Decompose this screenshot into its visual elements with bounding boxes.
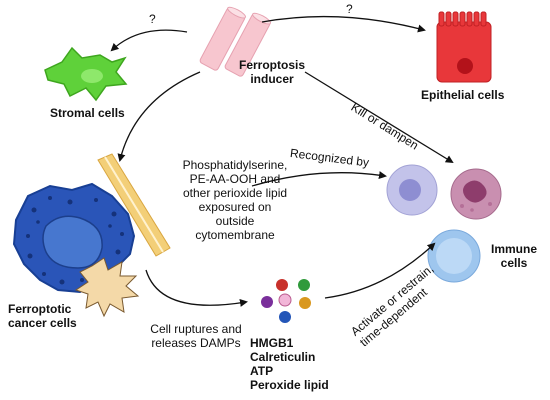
arrow-inducer-to-epithelial	[261, 15, 426, 33]
lipid-line-5: outside	[215, 214, 255, 228]
inducer-label-line1: Ferroptosis	[238, 58, 305, 72]
lipid-line-2: PE-AA-OOH and	[189, 172, 281, 186]
lipid-line-1: Phosphatidylserine,	[182, 158, 288, 172]
immune-cells-icon	[386, 164, 502, 283]
inducer-label-line2: inducer	[250, 72, 294, 86]
arrow-inducer-to-stromal	[110, 29, 188, 52]
epithelial-label: Epithelial cells	[421, 88, 505, 102]
damps-list: HMGB1 Calreticulin ATP Peroxide lipid	[250, 336, 329, 392]
damp-item-4: Peroxide lipid	[250, 378, 329, 392]
lipid-line-6: cytomembrane	[195, 228, 275, 242]
arrow-lipid-to-immune	[251, 171, 387, 187]
lipid-exposure-text: Phosphatidylserine, PE-AA-OOH and other …	[170, 158, 300, 242]
ferroptotic-label: Ferroptotic cancer cells	[8, 302, 77, 330]
damps-dots-icon	[261, 279, 311, 323]
ruptures-line2: releases DAMPs	[151, 336, 241, 350]
ferroptotic-label-line1: Ferroptotic	[8, 302, 72, 316]
lipid-line-4: exposured on	[198, 200, 272, 214]
question-mark-left: ?	[149, 12, 156, 26]
question-mark-right: ?	[346, 2, 353, 16]
stromal-label: Stromal cells	[50, 106, 125, 120]
lipid-line-3: other perioxide lipid	[182, 186, 288, 200]
ferroptotic-cancer-cell-icon	[12, 182, 140, 318]
arrow-inducer-to-cancer	[117, 71, 201, 162]
arrow-cancer-to-damps	[145, 269, 248, 307]
arrow-damps-to-immune	[324, 242, 436, 299]
damp-item-3: ATP	[250, 364, 274, 378]
immune-label-line2: cells	[500, 256, 528, 270]
epithelial-cell-icon	[436, 11, 492, 83]
stromal-cell-icon	[44, 46, 128, 102]
damp-item-2: Calreticulin	[250, 350, 316, 364]
inducer-label: Ferroptosis inducer	[232, 58, 312, 86]
ferroptotic-label-line2: cancer cells	[8, 316, 77, 330]
membrane-slab-icon	[97, 153, 171, 257]
ruptures-label: Cell ruptures and releases DAMPs	[136, 322, 256, 350]
immune-label-line1: Immune	[490, 242, 537, 256]
arrow-inducer-to-immune	[304, 71, 454, 164]
ruptures-line1: Cell ruptures and	[150, 322, 242, 336]
immune-label: Immune cells	[484, 242, 544, 270]
ferroptosis-inducer-icon	[199, 6, 271, 77]
damp-item-1: HMGB1	[250, 336, 294, 350]
